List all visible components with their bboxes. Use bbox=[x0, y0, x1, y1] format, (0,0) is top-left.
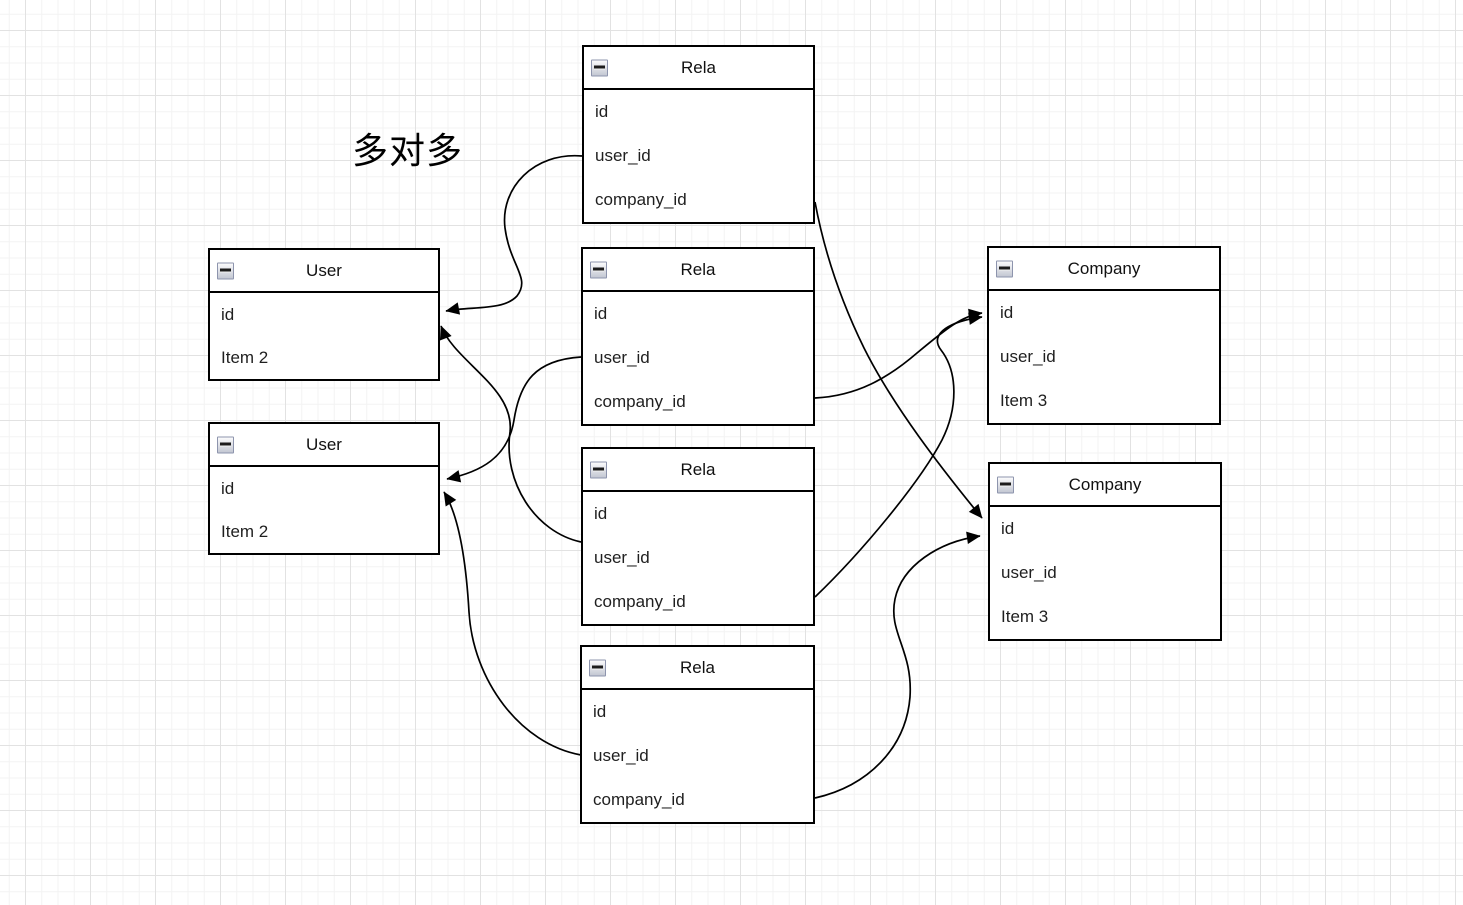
table-row[interactable]: user_id bbox=[594, 348, 650, 367]
collapse-icon[interactable] bbox=[996, 260, 1013, 277]
table-row[interactable]: user_id bbox=[595, 146, 651, 165]
collapse-icon[interactable] bbox=[591, 59, 608, 76]
table-row[interactable]: Item 3 bbox=[1001, 607, 1049, 626]
edge-rela4-company2[interactable] bbox=[814, 531, 981, 799]
table-rela-1[interactable]: Rela id user_id company_id bbox=[582, 45, 815, 224]
table-header: Rela bbox=[584, 47, 813, 90]
table-header: User bbox=[210, 250, 438, 293]
table-user-1[interactable]: User id Item 2 bbox=[208, 248, 440, 381]
table-row[interactable]: company_id bbox=[594, 592, 686, 611]
table-row[interactable]: company_id bbox=[595, 190, 687, 209]
collapse-icon[interactable] bbox=[217, 262, 234, 279]
edge-rela1-user1[interactable] bbox=[445, 154, 583, 315]
table-title: Rela bbox=[680, 259, 716, 279]
table-rela-2[interactable]: Rela id user_id company_id bbox=[581, 247, 815, 426]
table-header: Rela bbox=[583, 449, 813, 492]
table-company-1[interactable]: Company id user_id Item 3 bbox=[987, 246, 1221, 425]
table-row[interactable]: user_id bbox=[1001, 563, 1057, 582]
table-title: Rela bbox=[681, 57, 716, 77]
collapse-icon[interactable] bbox=[589, 659, 606, 676]
collapse-icon[interactable] bbox=[997, 476, 1014, 493]
table-row[interactable]: id bbox=[594, 504, 608, 523]
table-header: User bbox=[210, 424, 438, 467]
edge-rela2-company1[interactable] bbox=[814, 308, 983, 399]
table-row[interactable]: company_id bbox=[593, 790, 685, 809]
table-title: Rela bbox=[680, 459, 716, 479]
table-user-2[interactable]: User id Item 2 bbox=[208, 422, 440, 555]
table-row[interactable]: company_id bbox=[594, 392, 686, 411]
table-row[interactable]: id bbox=[1001, 519, 1015, 538]
table-title: User bbox=[306, 260, 342, 280]
table-row[interactable]: user_id bbox=[593, 746, 649, 765]
table-row[interactable]: user_id bbox=[594, 548, 650, 567]
collapse-icon[interactable] bbox=[590, 461, 607, 478]
table-title: Rela bbox=[680, 657, 715, 677]
table-header: Company bbox=[990, 464, 1220, 507]
table-rela-4[interactable]: Rela id user_id company_id bbox=[580, 645, 815, 824]
table-row[interactable]: id bbox=[594, 304, 608, 323]
table-row[interactable]: Item 2 bbox=[221, 347, 269, 367]
table-row[interactable]: id bbox=[593, 702, 607, 721]
table-title: User bbox=[306, 434, 342, 454]
table-header: Rela bbox=[583, 249, 813, 292]
edge-rela2-user2[interactable] bbox=[446, 356, 582, 483]
table-row[interactable]: Item 2 bbox=[221, 521, 269, 541]
table-row[interactable]: id bbox=[221, 304, 235, 324]
table-rela-3[interactable]: Rela id user_id company_id bbox=[581, 447, 815, 626]
collapse-icon[interactable] bbox=[217, 436, 234, 453]
table-row[interactable]: Item 3 bbox=[1000, 391, 1048, 410]
table-row[interactable]: id bbox=[595, 102, 609, 121]
table-company-2[interactable]: Company id user_id Item 3 bbox=[988, 462, 1222, 641]
edge-rela3-company1[interactable] bbox=[814, 312, 983, 598]
table-row[interactable]: id bbox=[1000, 303, 1014, 322]
table-row[interactable]: user_id bbox=[1000, 347, 1056, 366]
table-title: Company bbox=[1067, 258, 1141, 278]
table-header: Company bbox=[989, 248, 1219, 291]
diagram-title-label[interactable]: 多对多 bbox=[352, 131, 464, 172]
table-header: Rela bbox=[582, 647, 813, 690]
table-row[interactable]: id bbox=[221, 478, 235, 498]
table-title: Company bbox=[1068, 474, 1142, 494]
edge-rela3-user1[interactable] bbox=[439, 325, 582, 543]
collapse-icon[interactable] bbox=[590, 261, 607, 278]
edge-rela1-company2[interactable] bbox=[814, 201, 983, 519]
edge-rela4-user2[interactable] bbox=[443, 491, 582, 756]
